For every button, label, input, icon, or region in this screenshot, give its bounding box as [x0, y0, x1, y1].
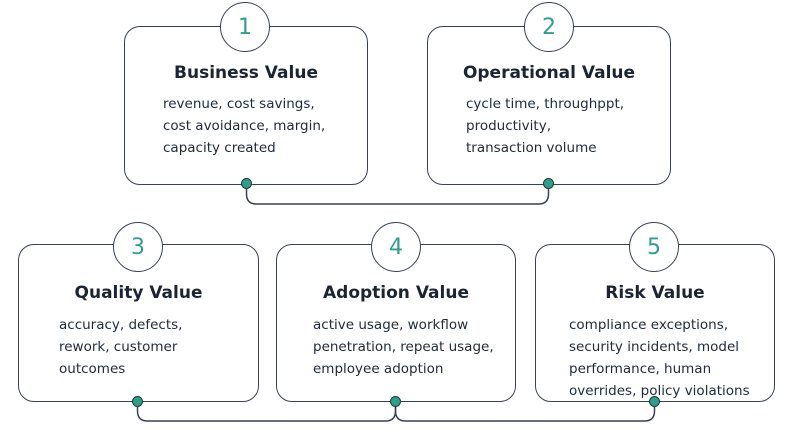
number-badge-1: 1 [220, 2, 270, 52]
connector-3-4 [136, 402, 397, 422]
card-description: accuracy, defects, rework, customer outc… [59, 317, 183, 377]
connector-4-5 [394, 402, 656, 422]
card-description: cycle time, throughppt, productivity, tr… [466, 96, 625, 156]
number-badge-3: 3 [113, 222, 163, 272]
card-title: Business Value [174, 63, 318, 83]
connector-dot [390, 396, 401, 407]
card-title: Risk Value [605, 283, 705, 303]
number-badge-5: 5 [629, 222, 679, 272]
connector-dot [132, 396, 143, 407]
card-title: Adoption Value [323, 283, 469, 303]
card-title: Quality Value [74, 283, 203, 303]
card-description: active usage, workflow penetration, repe… [313, 317, 494, 377]
card-description: compliance exceptions, security incident… [569, 317, 750, 399]
number-badge-2: 2 [524, 2, 574, 52]
card-title: Operational Value [462, 63, 636, 83]
card-business-value: Business Value revenue, cost savings, co… [124, 26, 368, 185]
card-description: revenue, cost savings, cost avoidance, m… [163, 96, 326, 156]
connector-dot [241, 178, 252, 189]
connector-dot [649, 396, 660, 407]
connector-1-2 [245, 184, 550, 205]
connector-dot [543, 178, 554, 189]
card-operational-value: Operational Value cycle time, throughppt… [427, 26, 671, 185]
number-badge-4: 4 [371, 222, 421, 272]
